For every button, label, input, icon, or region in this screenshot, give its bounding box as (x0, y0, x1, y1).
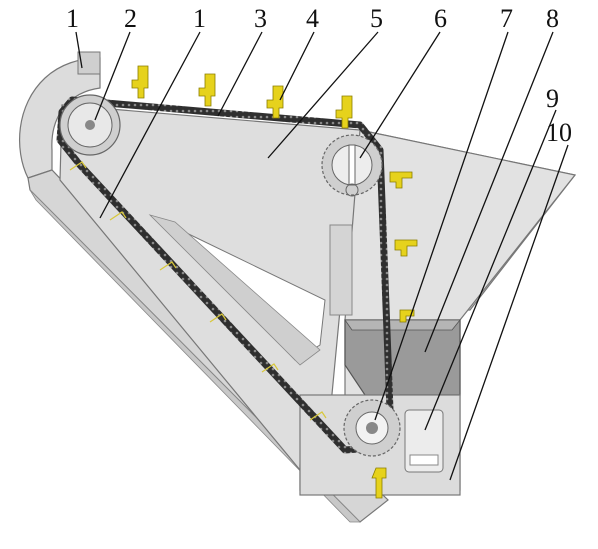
hood-inlet (77, 51, 101, 75)
sprocket-icon (343, 399, 401, 457)
callout-9-chute: 9 (546, 84, 559, 113)
bucket-icon (69, 161, 327, 421)
chute-slot (409, 454, 439, 466)
hopper-box-top (344, 319, 461, 331)
callout-4-bucket: 4 (306, 4, 319, 33)
callout-10-base: 10 (546, 118, 572, 147)
callout-2-sprocket: 2 (124, 4, 137, 33)
vertical-plate (329, 224, 353, 316)
callout-6-top-sprocket: 6 (434, 4, 447, 33)
callout-3-chain: 3 (254, 4, 267, 33)
frame-strut (148, 214, 321, 366)
callout-1-hood: 1 (66, 4, 79, 33)
callout-1-casing: 1 (193, 4, 206, 33)
callout-7-bottom-sprocket: 7 (500, 4, 513, 33)
sprocket-icon (59, 94, 121, 156)
sprocket-icon (321, 134, 383, 197)
callout-5-frame: 5 (370, 4, 383, 33)
leader-lines (75, 31, 569, 481)
callout-8-hopper: 8 (546, 4, 559, 33)
bucket-icon (131, 65, 418, 499)
